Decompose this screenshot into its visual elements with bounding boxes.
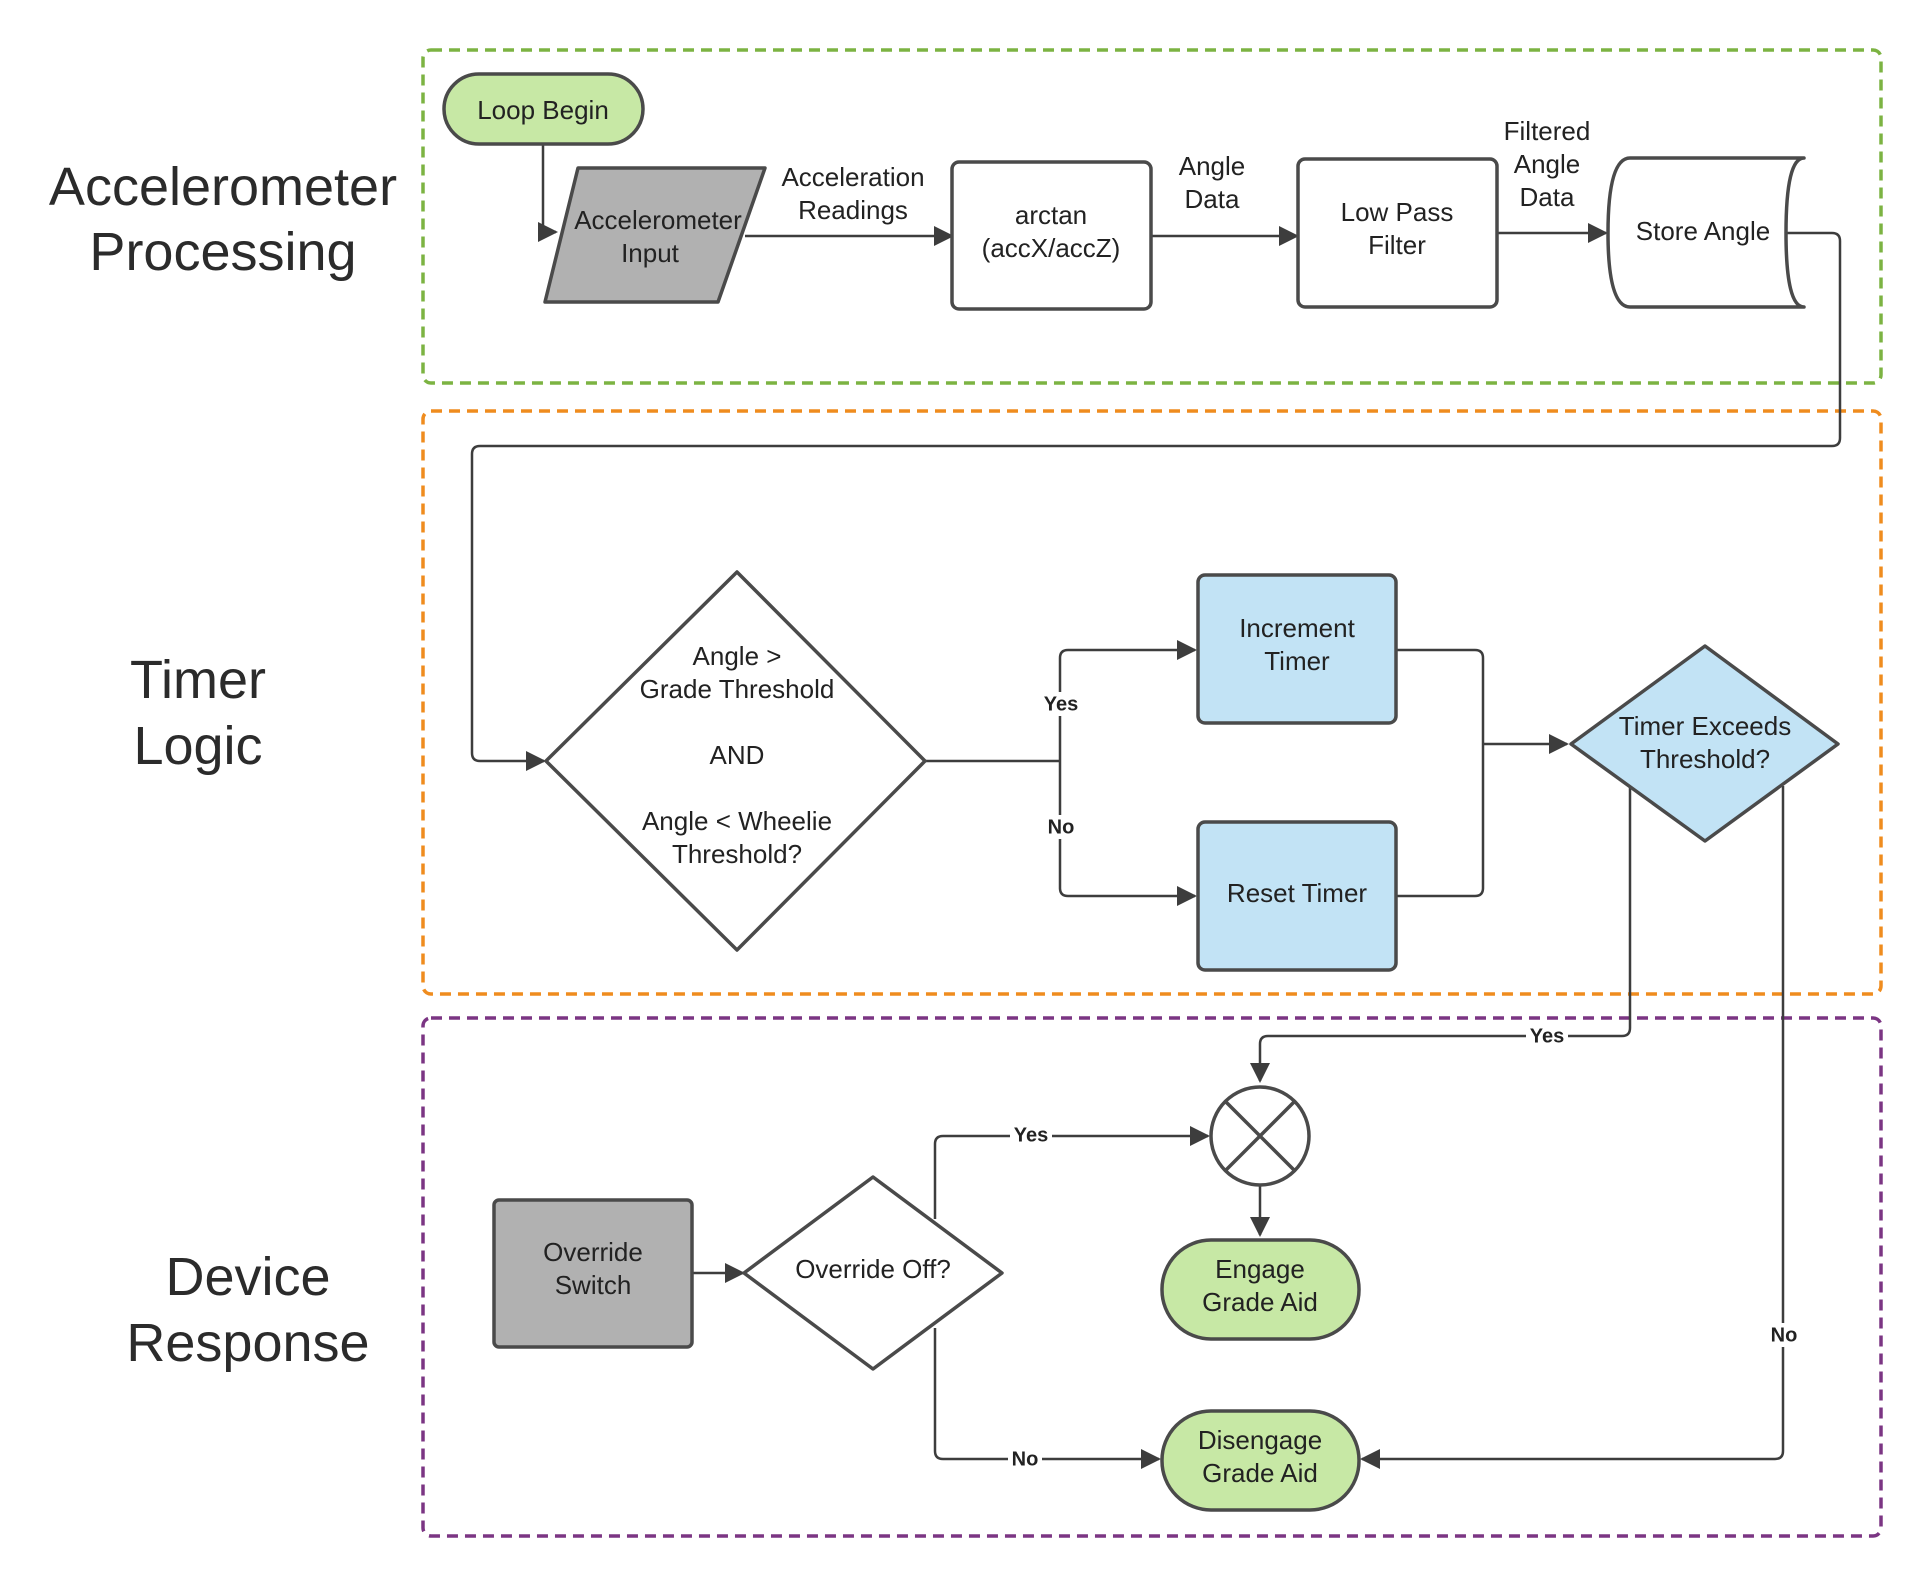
angle-threshold-decision: Angle > Grade Threshold AND Angle < Whee… <box>544 570 927 952</box>
edge-label-no-override: No <box>1008 1447 1042 1471</box>
override-off-decision: Override Off? <box>742 1175 1004 1371</box>
node-label: Threshold? <box>1640 744 1770 774</box>
connector-timer-no <box>1360 786 1785 1469</box>
arctan-node: arctan (accX/accZ) <box>950 160 1153 311</box>
lane-title-line: Response <box>126 1313 369 1373</box>
low-pass-filter-node: Low Pass Filter <box>1296 157 1499 309</box>
node-label: (accX/accZ) <box>982 233 1121 263</box>
edge-label-line: Angle <box>1514 149 1581 179</box>
edge-label-line: Filtered <box>1504 116 1591 146</box>
node-label: Input <box>621 238 680 268</box>
connector-increment-to-merge <box>1396 648 1485 744</box>
node-label: Angle > <box>693 641 782 671</box>
node-label: Engage <box>1215 1254 1305 1284</box>
edge-label-angle-data: Angle Data <box>1179 151 1246 214</box>
connector-timer-yes <box>1250 786 1632 1083</box>
edge-label-yes-increment: Yes <box>1040 692 1082 716</box>
lane-title-line: Timer <box>130 650 266 710</box>
lane-title-timer: Timer Logic <box>130 650 266 776</box>
edge-label-text: Yes <box>1530 1025 1564 1047</box>
node-label: Switch <box>555 1270 632 1300</box>
edge-label-yes-timer-exceeds: Yes <box>1526 1024 1568 1048</box>
edge-label-text: No <box>1771 1324 1798 1346</box>
disengage-grade-aid-node: Disengage Grade Aid <box>1160 1409 1361 1512</box>
summing-junction-icon <box>1209 1085 1311 1187</box>
increment-timer-node: Increment Timer <box>1196 573 1398 725</box>
edge-label-filtered-angle-data: Filtered Angle Data <box>1504 116 1591 212</box>
connector-no-to-reset <box>1058 761 1197 906</box>
node-label: Low Pass <box>1341 197 1454 227</box>
lane-title-accelerometer: Accelerometer Processing <box>49 157 397 282</box>
node-label: Accelerometer <box>574 205 742 235</box>
edge-label-no-reset: No <box>1044 815 1078 839</box>
node-label: Reset Timer <box>1227 878 1367 908</box>
lane-title-device: Device Response <box>126 1247 369 1373</box>
accelerometer-input-node: Accelerometer Input <box>543 166 767 304</box>
node-label: Timer Exceeds <box>1619 711 1791 741</box>
node-label: Override Off? <box>795 1254 951 1284</box>
edge-label-text: Yes <box>1044 693 1078 715</box>
lane-title-line: Logic <box>133 716 262 776</box>
node-label: Grade Aid <box>1202 1287 1318 1317</box>
node-label: Grade Threshold <box>640 674 835 704</box>
lane-timer-border <box>421 409 1883 996</box>
node-label: Threshold? <box>672 839 802 869</box>
edge-label-text: No <box>1048 816 1075 838</box>
connector-override-no <box>933 1328 1161 1469</box>
node-label: Store Angle <box>1636 216 1770 246</box>
edge-label-line: Readings <box>798 195 908 225</box>
reset-timer-node: Reset Timer <box>1196 820 1398 972</box>
lane-accelerometer-border <box>421 48 1883 385</box>
edge-label-yes-override: Yes <box>1010 1123 1052 1147</box>
store-angle-node: Store Angle <box>1606 156 1806 309</box>
engage-grade-aid-node: Engage Grade Aid <box>1160 1238 1361 1341</box>
lane-device-border <box>421 1016 1883 1538</box>
override-switch-node: Override Switch <box>492 1198 694 1349</box>
lane-title-line: Accelerometer <box>49 157 397 217</box>
lane-title-line: Processing <box>89 222 356 282</box>
connector-yes-to-increment <box>1058 640 1197 761</box>
connector-override-yes <box>933 1126 1210 1219</box>
node-label: Increment <box>1239 613 1355 643</box>
timer-exceeds-decision: Timer Exceeds Threshold? <box>1569 644 1840 843</box>
connector-loop-to-input <box>538 145 558 242</box>
edge-label-text: No <box>1012 1448 1039 1470</box>
node-label: arctan <box>1015 200 1087 230</box>
node-label: Timer <box>1264 646 1330 676</box>
connector-reset-to-merge <box>1396 744 1485 898</box>
loop-begin-node: Loop Begin <box>442 72 645 146</box>
node-label: AND <box>710 740 765 770</box>
edge-label-line: Data <box>1520 182 1575 212</box>
edge-label-text: Yes <box>1014 1124 1048 1146</box>
edge-label-line: Angle <box>1179 151 1246 181</box>
edge-label-line: Acceleration <box>781 162 924 192</box>
edge-label-line: Data <box>1185 184 1240 214</box>
node-label: Angle < Wheelie <box>642 806 832 836</box>
node-label: Disengage <box>1198 1425 1322 1455</box>
node-label: Loop Begin <box>477 95 609 125</box>
node-label: Filter <box>1368 230 1426 260</box>
node-label: Grade Aid <box>1202 1458 1318 1488</box>
edge-label-no-timer-exceeds: No <box>1767 1323 1801 1347</box>
connector-store-to-decision <box>470 231 1842 771</box>
edge-label-acceleration-readings: Acceleration Readings <box>781 162 924 225</box>
node-label: Override <box>543 1237 643 1267</box>
lane-title-line: Device <box>165 1247 330 1307</box>
